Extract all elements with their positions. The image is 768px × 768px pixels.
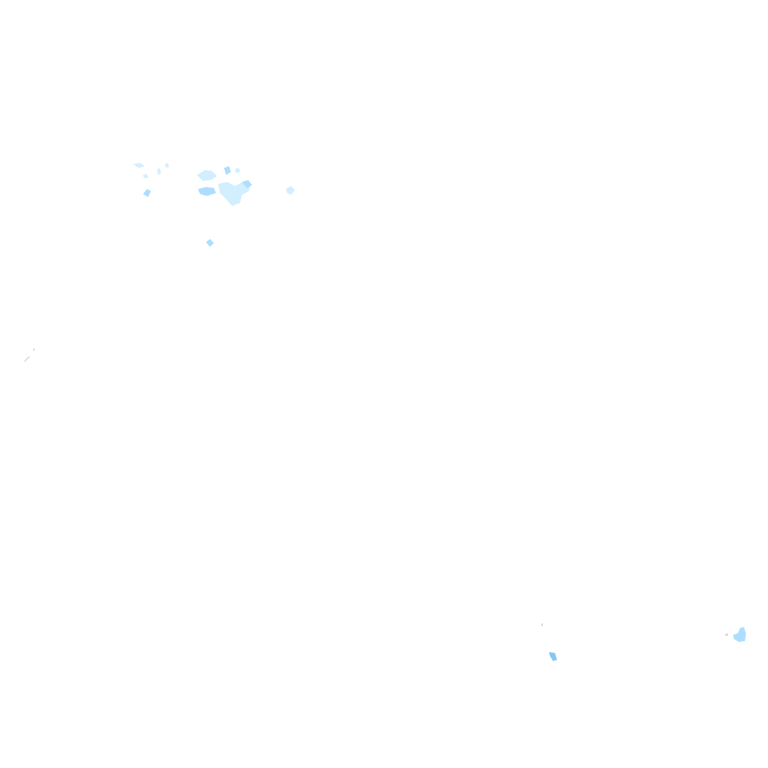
precip-cell	[206, 239, 214, 247]
precip-cell	[541, 623, 543, 626]
precip-cluster-southeast	[541, 623, 746, 661]
precip-cell	[224, 166, 231, 175]
precip-cell	[143, 174, 148, 178]
precip-cell	[165, 163, 169, 168]
trace-mark	[24, 356, 30, 362]
precip-cell	[242, 180, 252, 188]
trace-mark	[33, 348, 35, 351]
precip-cell	[235, 168, 240, 173]
trace-west	[24, 348, 35, 362]
precip-cell	[198, 187, 216, 196]
precip-cell	[218, 182, 251, 206]
precip-cluster-northwest	[133, 163, 295, 247]
precip-cell	[549, 652, 557, 661]
precip-cell	[733, 627, 746, 642]
precip-cell	[143, 189, 151, 197]
precip-cell	[286, 186, 295, 195]
precip-cell	[725, 633, 728, 636]
precip-cell	[157, 168, 161, 175]
precip-cell	[133, 163, 145, 168]
precip-cell	[197, 170, 217, 181]
